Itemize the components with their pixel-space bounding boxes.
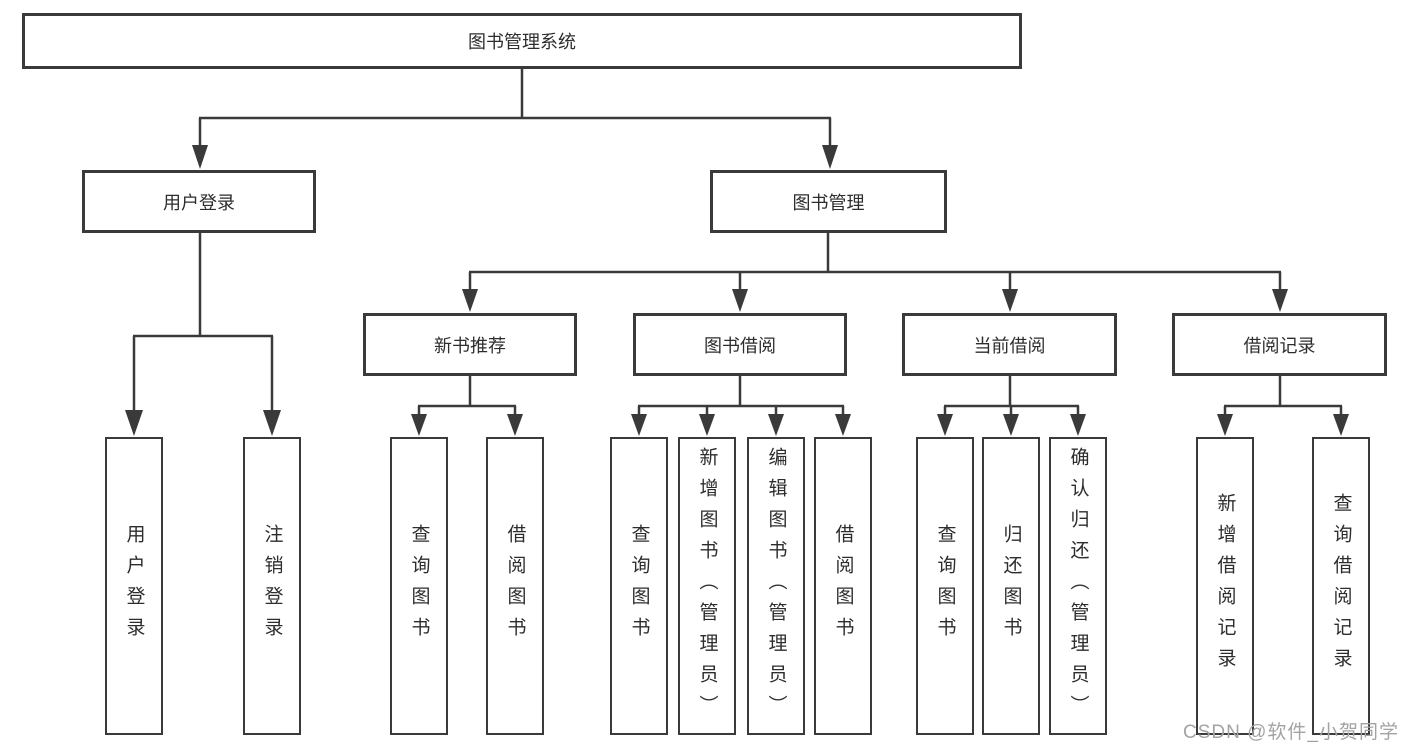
leaf-borrow-borrow-books: 借阅图书 (814, 437, 872, 735)
leaf-newbook-query-books-label: 查询图书 (408, 524, 430, 648)
leaf-current-query-books-label: 查询图书 (934, 524, 956, 648)
leaf-borrow-edit-books-admin-label: 编辑图书（管理员） (765, 446, 787, 726)
leaf-records-add-record: 新增借阅记录 (1196, 437, 1254, 735)
node-root-label: 图书管理系统 (468, 32, 576, 52)
leaf-borrow-edit-books-admin: 编辑图书（管理员） (747, 437, 805, 735)
leaf-current-confirm-return-admin: 确认归还（管理员） (1049, 437, 1107, 735)
leaf-user-login: 用户登录 (105, 437, 163, 735)
leaf-current-confirm-return-admin-label: 确认归还（管理员） (1067, 446, 1089, 726)
leaf-logout: 注销登录 (243, 437, 301, 735)
node-current-borrow: 当前借阅 (902, 313, 1117, 376)
leaf-borrow-add-books-admin: 新增图书（管理员） (678, 437, 736, 735)
leaf-current-return-books-label: 归还图书 (1000, 524, 1022, 648)
node-book-borrow-label: 图书借阅 (704, 335, 776, 356)
leaf-user-login-label: 用户登录 (123, 524, 145, 648)
leaf-current-query-books: 查询图书 (916, 437, 974, 735)
leaf-newbook-borrow-books: 借阅图书 (486, 437, 544, 735)
leaf-records-query-record: 查询借阅记录 (1312, 437, 1370, 735)
node-current-borrow-label: 当前借阅 (973, 335, 1046, 356)
node-new-book-recommend-label: 新书推荐 (434, 335, 506, 356)
leaf-records-add-record-label: 新增借阅记录 (1214, 493, 1236, 679)
leaf-logout-label: 注销登录 (261, 524, 283, 648)
leaf-current-return-books: 归还图书 (982, 437, 1040, 735)
node-user-login-label: 用户登录 (163, 192, 235, 213)
leaf-borrow-query-books-label: 查询图书 (628, 524, 650, 648)
leaf-newbook-query-books: 查询图书 (390, 437, 448, 735)
leaf-borrow-add-books-admin-label: 新增图书（管理员） (696, 446, 718, 726)
node-borrow-records: 借阅记录 (1172, 313, 1387, 376)
node-root-system: 图书管理系统 (22, 13, 1022, 69)
node-borrow-records-label: 借阅记录 (1243, 335, 1316, 356)
leaf-borrow-borrow-books-label: 借阅图书 (832, 524, 854, 648)
leaf-borrow-query-books: 查询图书 (610, 437, 668, 735)
leaf-newbook-borrow-books-label: 借阅图书 (504, 524, 526, 648)
node-book-management: 图书管理 (710, 170, 947, 233)
node-new-book-recommend: 新书推荐 (363, 313, 577, 376)
node-book-borrow: 图书借阅 (633, 313, 847, 376)
leaf-records-query-record-label: 查询借阅记录 (1330, 493, 1352, 679)
node-user-login: 用户登录 (82, 170, 316, 233)
csdn-watermark: CSDN @软件_小贺同学 (1183, 722, 1399, 743)
node-book-management-label: 图书管理 (792, 192, 865, 213)
